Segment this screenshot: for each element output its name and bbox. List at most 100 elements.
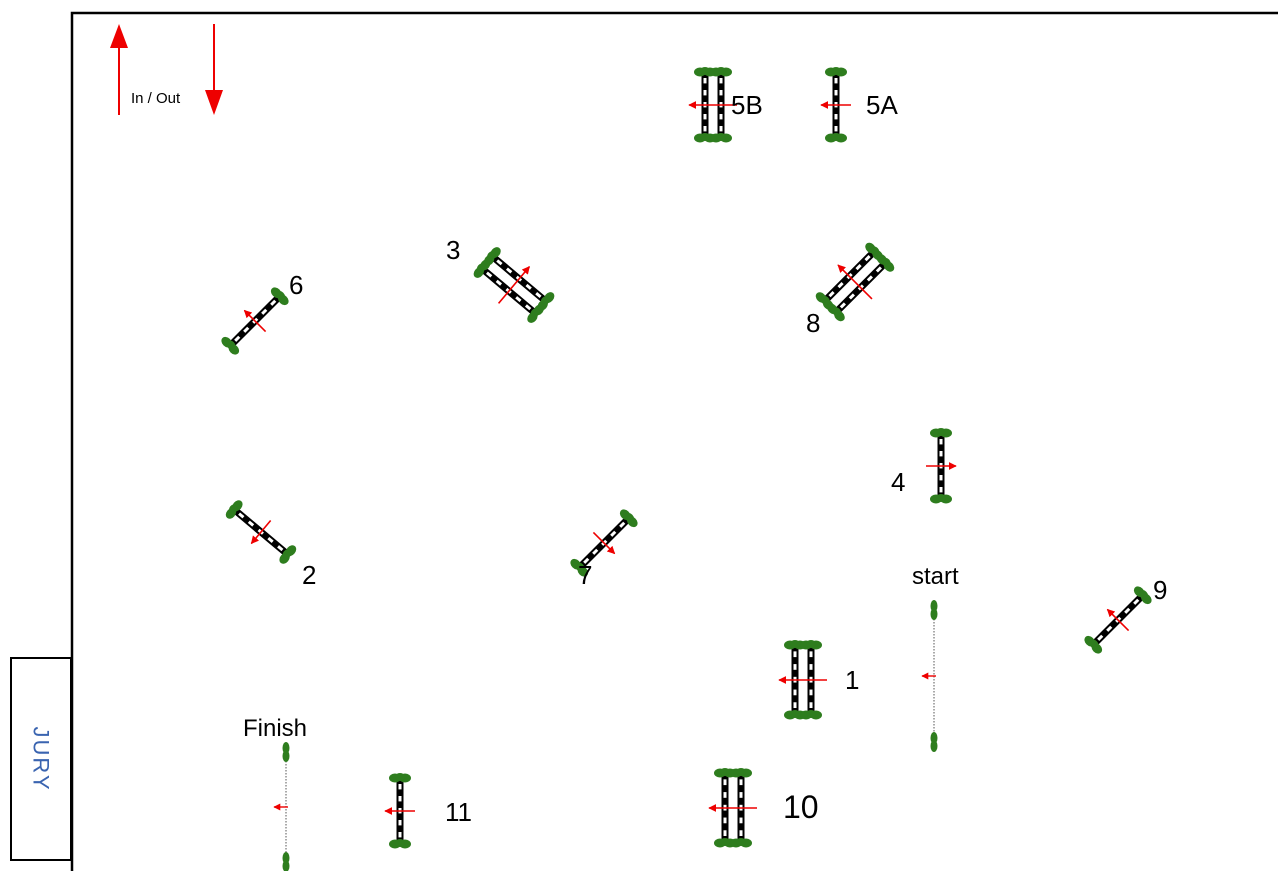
flower-icon: [389, 773, 411, 783]
obstacle-5a-pole-1-stripe: [834, 114, 838, 120]
obstacle-5a: [820, 67, 851, 143]
start-line: [921, 600, 938, 752]
in-out-label: In / Out: [131, 90, 181, 107]
flower-icon: [930, 428, 952, 438]
obstacle-5a-pole-1-stripe: [834, 90, 838, 96]
obstacle-9-pole-1-stripe: [1097, 634, 1104, 641]
obstacle-10-pole-2-stripe: [739, 779, 743, 786]
obstacle-5b-pole-2-stripe: [719, 90, 723, 96]
out-arrow-head: [205, 90, 223, 115]
flower-icon: [710, 133, 732, 143]
jury-label: JURY: [29, 726, 54, 792]
obstacle-7: [570, 509, 638, 577]
obstacle-11-pole-1-stripe: [398, 796, 402, 802]
obstacle-10-pole-2-stripe: [739, 817, 743, 824]
obstacle-10-pole-1-stripe: [723, 779, 727, 786]
obstacle-layer: [221, 67, 1152, 849]
obstacle-7-pole-1-stripe: [583, 557, 590, 564]
obstacle-10-pole-2-stripe: [739, 830, 743, 836]
direction-arrow-icon: [592, 531, 616, 555]
obstacle-7-pole-1-stripe: [592, 548, 599, 555]
obstacle-label-6: 6: [289, 270, 304, 300]
obstacle-8-pole-1-stripe: [855, 264, 862, 271]
obstacle-3-pole-2-stripe: [496, 259, 503, 266]
obstacle-9-pole-1-stripe: [1106, 625, 1113, 632]
obstacle-1: [778, 640, 827, 720]
start-finish-layer: [273, 600, 938, 871]
obstacle-5b-pole-2-stripe: [719, 126, 723, 132]
obstacle-5b-pole-2-stripe: [719, 114, 723, 120]
obstacle-9-pole-1-stripe: [1124, 607, 1131, 614]
arena-border: [70, 11, 1278, 871]
flower-icon: [619, 509, 638, 528]
obstacle-2-pole-1-stripe: [238, 512, 245, 519]
flower-icon: [930, 600, 938, 620]
obstacle-9-pole-1-stripe: [1133, 598, 1140, 605]
obstacle-label-5a: 5A: [866, 90, 898, 120]
start-label: start: [912, 563, 959, 590]
obstacle-8-pole-2-stripe: [875, 266, 882, 273]
obstacle-10-pole-1-stripe: [723, 830, 727, 836]
obstacle-label-11: 11: [445, 797, 472, 827]
obstacle-1-pole-1-stripe: [793, 664, 797, 670]
obstacle-4-pole-1-stripe: [939, 475, 943, 481]
flower-icon: [800, 640, 822, 650]
obstacle-10-pole-1-stripe: [723, 817, 727, 824]
direction-arrow-icon: [837, 264, 873, 300]
obstacle-6: [221, 287, 289, 355]
jury-label-wrap: JURY: [12, 659, 70, 859]
obstacle-6-pole-1-stripe: [261, 308, 268, 315]
obstacle-1-pole-2-stripe: [809, 651, 813, 658]
obstacle-1-pole-1-stripe: [793, 651, 797, 658]
obstacle-5a-pole-1-stripe: [834, 78, 838, 84]
flower-icon: [225, 500, 243, 519]
obstacle-8-pole-1-stripe: [837, 282, 844, 289]
obstacle-7-pole-1-stripe: [619, 521, 626, 528]
flower-icon: [730, 768, 752, 778]
flower-icon: [282, 852, 290, 871]
obstacle-1-pole-2-stripe: [809, 702, 813, 708]
obstacle-2-pole-1-stripe: [277, 545, 284, 552]
obstacle-3-pole-1-stripe: [524, 304, 532, 311]
obstacle-11: [384, 773, 415, 849]
obstacle-8-pole-1-stripe: [828, 291, 835, 298]
flower-icon: [282, 742, 290, 762]
flower-icon: [389, 839, 411, 849]
obstacle-8-pole-1-stripe: [864, 255, 871, 262]
obstacle-3-pole-1-stripe: [485, 271, 493, 278]
obstacle-label-7: 7: [578, 560, 593, 590]
obstacle-1-pole-1-stripe: [793, 702, 797, 708]
flower-icon: [710, 67, 732, 77]
obstacle-5a-pole-1-stripe: [834, 126, 838, 132]
flower-icon: [930, 494, 952, 504]
obstacle-4-pole-1-stripe: [939, 487, 943, 493]
jury-box: JURY: [10, 657, 72, 861]
obstacle-10: [708, 768, 757, 848]
obstacle-7-pole-1-stripe: [610, 530, 617, 537]
obstacle-8-pole-2-stripe: [839, 302, 846, 309]
obstacle-3-pole-1-stripe: [495, 279, 503, 286]
obstacle-10-pole-2-stripe: [739, 792, 743, 798]
obstacle-6-pole-1-stripe: [270, 299, 277, 306]
flower-icon: [730, 838, 752, 848]
in-out-arrows: [110, 24, 223, 115]
obstacle-label-1: 1: [845, 665, 860, 695]
obstacle-8-pole-2-stripe: [866, 275, 873, 282]
finish-line: [273, 742, 290, 871]
obstacle-11-pole-1-stripe: [398, 820, 402, 826]
obstacle-5b-pole-1-stripe: [703, 114, 707, 120]
obstacle-4-pole-1-stripe: [939, 451, 943, 457]
obstacle-2: [225, 500, 297, 564]
direction-arrow-icon: [1106, 608, 1130, 632]
flower-icon: [827, 303, 845, 322]
obstacle-3-pole-1-stripe: [515, 296, 522, 303]
flower-icon: [825, 67, 847, 77]
flower-icon: [270, 287, 289, 306]
flower-icon: [825, 133, 847, 143]
obstacle-1-pole-2-stripe: [809, 664, 813, 670]
direction-arrow-icon: [243, 309, 267, 333]
obstacle-3-pole-2-stripe: [535, 292, 542, 299]
obstacle-label-9: 9: [1153, 575, 1168, 605]
